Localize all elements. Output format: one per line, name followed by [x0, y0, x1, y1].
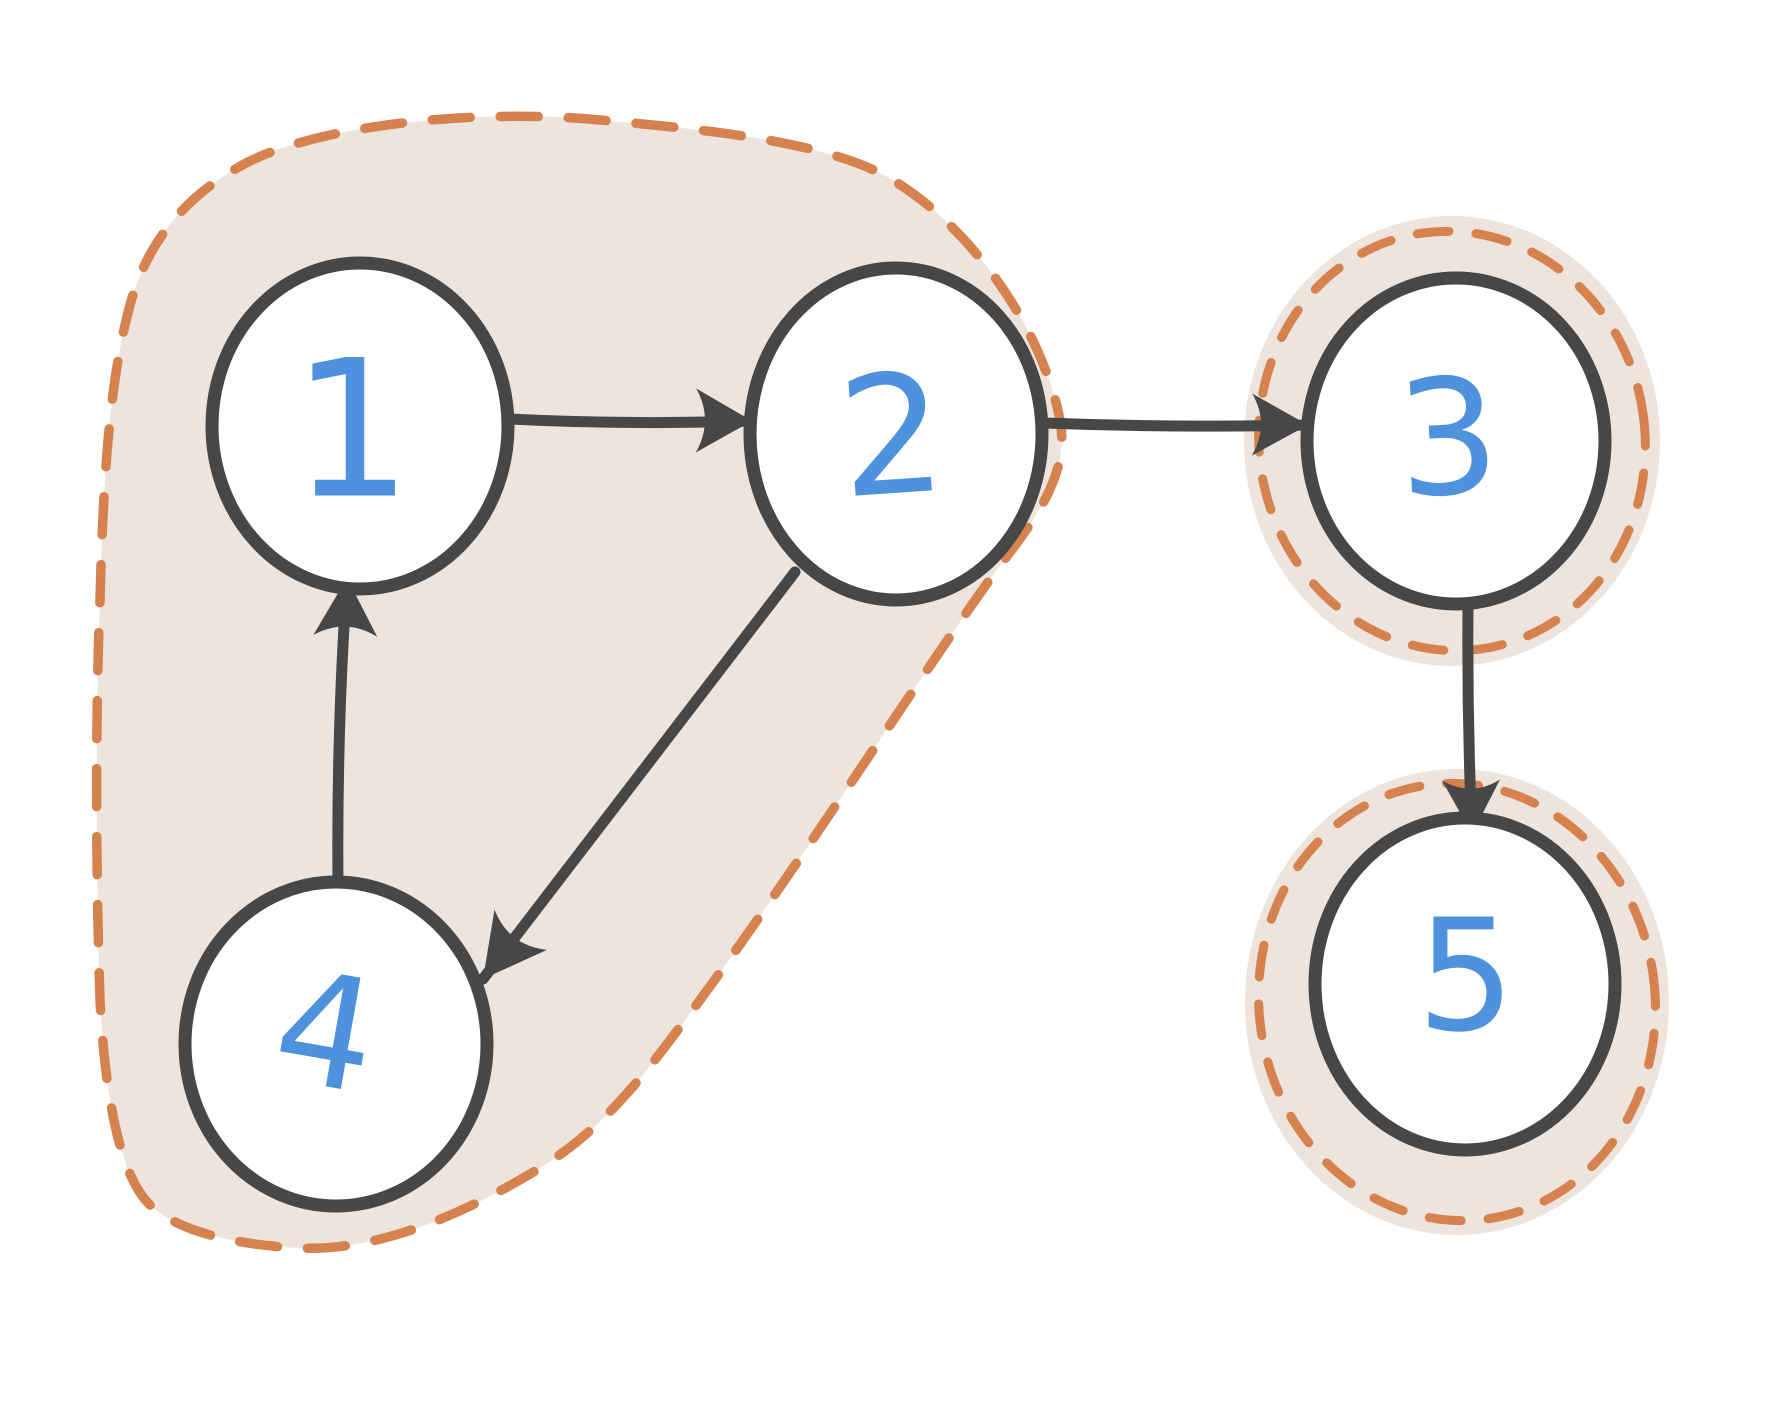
- node-1-circle: [205, 256, 515, 596]
- edge-3-5-arrowhead: [1442, 779, 1501, 834]
- edge-1-2-arrowhead: [695, 388, 752, 453]
- node-5-circle: [1308, 811, 1622, 1157]
- edge-2-3-arrowhead: [1251, 393, 1308, 456]
- group-5-dashed-outline: [1254, 778, 1660, 1226]
- edge-2-4-line: [477, 566, 801, 985]
- node-3-label: 3: [1392, 342, 1503, 534]
- node-2-circle: [743, 261, 1049, 607]
- node-4-circle: [178, 875, 494, 1213]
- group-1-2-4-dashed-outline: [91, 111, 1067, 1254]
- node-5-label: 5: [1417, 886, 1516, 1067]
- node-1-label: 1: [292, 320, 413, 541]
- node-2-label: 2: [833, 337, 951, 536]
- edge-4-1-arrowhead: [313, 578, 378, 637]
- edge-2-4-arrowhead: [483, 909, 547, 979]
- group-3-dashed-outline: [1254, 226, 1650, 656]
- node-3-circle: [1300, 271, 1612, 611]
